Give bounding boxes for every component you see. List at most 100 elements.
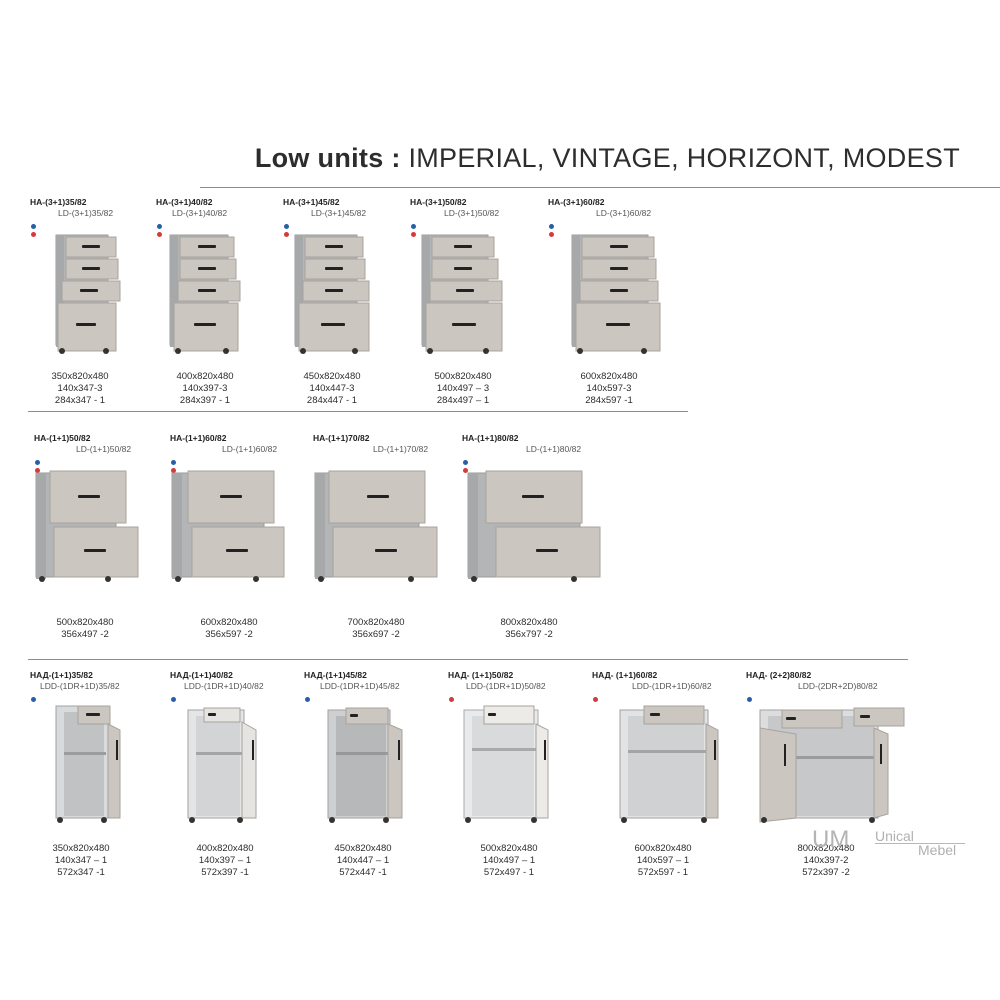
row1-divider	[28, 411, 688, 412]
cabinet-drawer-door	[460, 704, 570, 834]
dim-line: 500х820х480	[434, 371, 492, 382]
unit-code: НА-(3+1)50/82	[410, 197, 467, 207]
unit-dimensions: 350х820х480 140х347 – 1 572х347 -1	[36, 843, 126, 879]
dim-line: 600х820х480	[200, 617, 258, 628]
color-dot-blue	[411, 224, 416, 229]
cabinet-drawers-1plus1	[313, 469, 443, 587]
unit-subcode: LDD-(1DR+1D)50/82	[466, 681, 546, 691]
cabinet-drawers-3plus1	[287, 234, 387, 357]
unit-dimensions: 450х820х480 140х447-3 284х447 - 1	[287, 371, 377, 407]
cabinet-drawer-door	[616, 704, 736, 834]
unit-subcode: LD-(3+1)50/82	[444, 208, 500, 218]
unit-code: НА-(3+1)60/82	[548, 197, 605, 207]
title-bold: Low units :	[254, 143, 401, 173]
dim-line: 500х820х480	[480, 843, 538, 854]
color-dot-red	[157, 232, 162, 237]
dim-line: 356х597 -2	[205, 629, 253, 640]
unit-code: НАД-(1+1)40/82	[170, 670, 233, 680]
unit-code: НАД- (2+2)80/82	[746, 670, 812, 680]
dim-line: 140х497 – 3	[436, 383, 490, 394]
dim-line: 140х597 – 1	[636, 855, 690, 866]
unit-subcode: LD-(1+1)80/82	[526, 444, 582, 454]
dim-line: 140х497 – 1	[482, 855, 536, 866]
unit-subcode: LD-(3+1)40/82	[172, 208, 228, 218]
color-dot-blue	[171, 697, 176, 702]
dim-line: 140х397-2	[803, 855, 849, 866]
color-dot-red	[284, 232, 289, 237]
unit-subcode: LD-(3+1)45/82	[311, 208, 367, 218]
color-dot-blue	[31, 697, 36, 702]
dim-line: 140х397-3	[182, 383, 228, 394]
color-dot-red	[549, 232, 554, 237]
logo-line1: Unical	[875, 828, 914, 844]
dim-line: 284х497 – 1	[436, 395, 490, 406]
dim-line: 140х397 – 1	[198, 855, 252, 866]
dim-line: 450х820х480	[303, 371, 361, 382]
dim-line: 400х820х480	[176, 371, 234, 382]
dim-line: 572х597 - 1	[637, 867, 689, 878]
dim-line: 600х820х480	[634, 843, 692, 854]
dim-line: 572х397 -1	[201, 867, 249, 878]
color-dot-blue	[747, 697, 752, 702]
unit-code: НА-(3+1)45/82	[283, 197, 340, 207]
dim-line: 356х797 -2	[505, 629, 553, 640]
cabinet-2drawers-2doors	[756, 704, 906, 834]
color-dot-blue	[35, 460, 40, 465]
dim-line: 284х597 -1	[585, 395, 633, 406]
dim-line: 140х347 – 1	[54, 855, 108, 866]
dim-line: 140х597-3	[586, 383, 632, 394]
unit-dimensions: 800х820х480 140х397-2 572х397 -2	[776, 843, 876, 879]
unit-subcode: LDD-(2DR+2D)80/82	[798, 681, 878, 691]
color-dot-blue	[463, 460, 468, 465]
unit-dimensions: 600х820х480 140х597-3 284х597 -1	[564, 371, 654, 407]
unit-subcode: LDD-(1DR+1D)45/82	[320, 681, 400, 691]
dim-line: 572х497 - 1	[483, 867, 535, 878]
unit-code: НАД-(1+1)35/82	[30, 670, 93, 680]
cabinet-drawers-3plus1	[162, 234, 262, 357]
color-dot-blue	[284, 224, 289, 229]
unit-code: НАД-(1+1)45/82	[304, 670, 367, 680]
unit-code: НА-(3+1)40/82	[156, 197, 213, 207]
unit-dimensions: 700х820х480 356х697 -2	[331, 617, 421, 641]
dim-line: 700х820х480	[347, 617, 405, 628]
dim-line: 284х397 - 1	[179, 395, 231, 406]
unit-subcode: LDD-(1DR+1D)35/82	[40, 681, 120, 691]
dim-line: 350х820х480	[52, 843, 110, 854]
cabinet-drawer-door	[184, 704, 284, 834]
dim-line: 140х447-3	[309, 383, 355, 394]
color-dot-red	[449, 697, 454, 702]
color-dot-blue	[157, 224, 162, 229]
unit-dimensions: 600х820х480 356х597 -2	[184, 617, 274, 641]
page-title: Low units : IMPERIAL, VINTAGE, HORIZONT,…	[255, 143, 960, 174]
unit-dimensions: 350х820х480 140х347-3 284х347 - 1	[40, 371, 120, 407]
cabinet-drawers-3plus1	[414, 234, 524, 357]
cabinet-drawers-3plus1	[48, 234, 148, 357]
unit-code: НАД- (1+1)50/82	[448, 670, 514, 680]
logo-divider	[875, 843, 965, 844]
color-dot-red	[463, 468, 468, 473]
color-dot-red	[171, 468, 176, 473]
color-dot-red	[35, 468, 40, 473]
dim-line: 500х820х480	[56, 617, 114, 628]
unit-dimensions: 500х820х480 140х497 – 1 572х497 - 1	[464, 843, 554, 879]
row2-divider	[28, 659, 908, 660]
unit-code: НА-(1+1)50/82	[34, 433, 91, 443]
cabinet-drawer-door	[324, 704, 424, 834]
dim-line: 572х397 -2	[802, 867, 850, 878]
brand-logo: UM Unical Mebel	[810, 826, 970, 860]
unit-dimensions: 500х820х480 140х497 – 3 284х497 – 1	[418, 371, 508, 407]
unit-dimensions: 450х820х480 140х447 – 1 572х447 -1	[318, 843, 408, 879]
unit-subcode: LD-(1+1)50/82	[76, 444, 132, 454]
unit-dimensions: 600х820х480 140х597 – 1 572х597 - 1	[618, 843, 708, 879]
dim-line: 140х447 – 1	[336, 855, 390, 866]
title-rule	[200, 187, 1000, 188]
dim-line: 572х347 -1	[57, 867, 105, 878]
unit-subcode: LD-(1+1)60/82	[222, 444, 278, 454]
dim-line: 600х820х480	[580, 371, 638, 382]
unit-subcode: LD-(3+1)35/82	[58, 208, 114, 218]
dim-line: 284х447 - 1	[306, 395, 358, 406]
color-dot-red	[31, 232, 36, 237]
logo-mark-text: UM	[812, 826, 850, 853]
cabinet-drawers-3plus1	[564, 234, 674, 357]
dim-line: 800х820х480	[500, 617, 558, 628]
